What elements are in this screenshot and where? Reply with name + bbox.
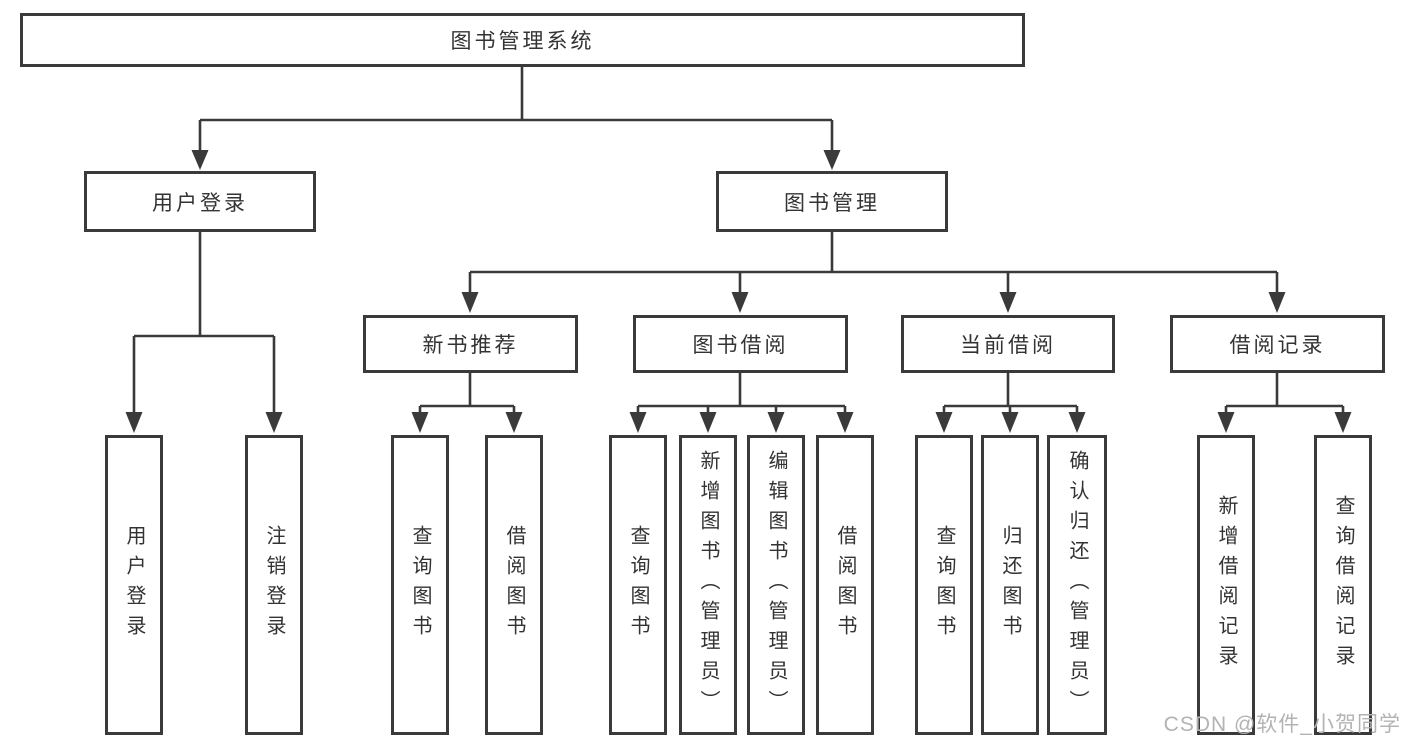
node-edit-book-admin: 编辑图书（管理员） (747, 435, 805, 735)
node-label: 用户登录 (123, 525, 145, 645)
node-borrow-books-recommend: 借阅图书 (485, 435, 543, 735)
node-user-login: 用户登录 (84, 171, 316, 232)
node-label: 查询图书 (933, 525, 955, 645)
node-label: 查询图书 (409, 525, 431, 645)
node-current-borrowing: 当前借阅 (901, 315, 1115, 373)
node-label: 借阅图书 (503, 525, 525, 645)
node-label: 新增图书（管理员） (697, 450, 719, 720)
node-add-borrow-record: 新增借阅记录 (1197, 435, 1255, 735)
node-label: 新增借阅记录 (1215, 495, 1237, 675)
node-label: 编辑图书（管理员） (765, 450, 787, 720)
node-book-borrowing: 图书借阅 (633, 315, 848, 373)
node-label: 注销登录 (263, 525, 285, 645)
node-library-management-system: 图书管理系统 (20, 13, 1025, 67)
node-label: 归还图书 (999, 525, 1021, 645)
node-borrowing-records: 借阅记录 (1170, 315, 1385, 373)
node-confirm-return-admin: 确认归还（管理员） (1047, 435, 1107, 735)
node-new-book-recommendation: 新书推荐 (363, 315, 578, 373)
node-book-management: 图书管理 (716, 171, 948, 232)
node-search-books-current: 查询图书 (915, 435, 973, 735)
node-add-book-admin: 新增图书（管理员） (679, 435, 737, 735)
node-label: 确认归还（管理员） (1066, 450, 1088, 720)
node-return-books: 归还图书 (981, 435, 1039, 735)
node-search-books-recommend: 查询图书 (391, 435, 449, 735)
csdn-watermark: CSDN @软件_小贺同学 (1163, 713, 1401, 736)
node-borrow-books-leaf: 借阅图书 (816, 435, 874, 735)
node-search-books-borrowing: 查询图书 (609, 435, 667, 735)
node-label: 查询图书 (627, 525, 649, 645)
node-logout-leaf: 注销登录 (245, 435, 303, 735)
node-label: 查询借阅记录 (1332, 495, 1354, 675)
node-user-login-leaf: 用户登录 (105, 435, 163, 735)
node-label: 借阅图书 (834, 525, 856, 645)
node-search-borrow-record: 查询借阅记录 (1314, 435, 1372, 735)
